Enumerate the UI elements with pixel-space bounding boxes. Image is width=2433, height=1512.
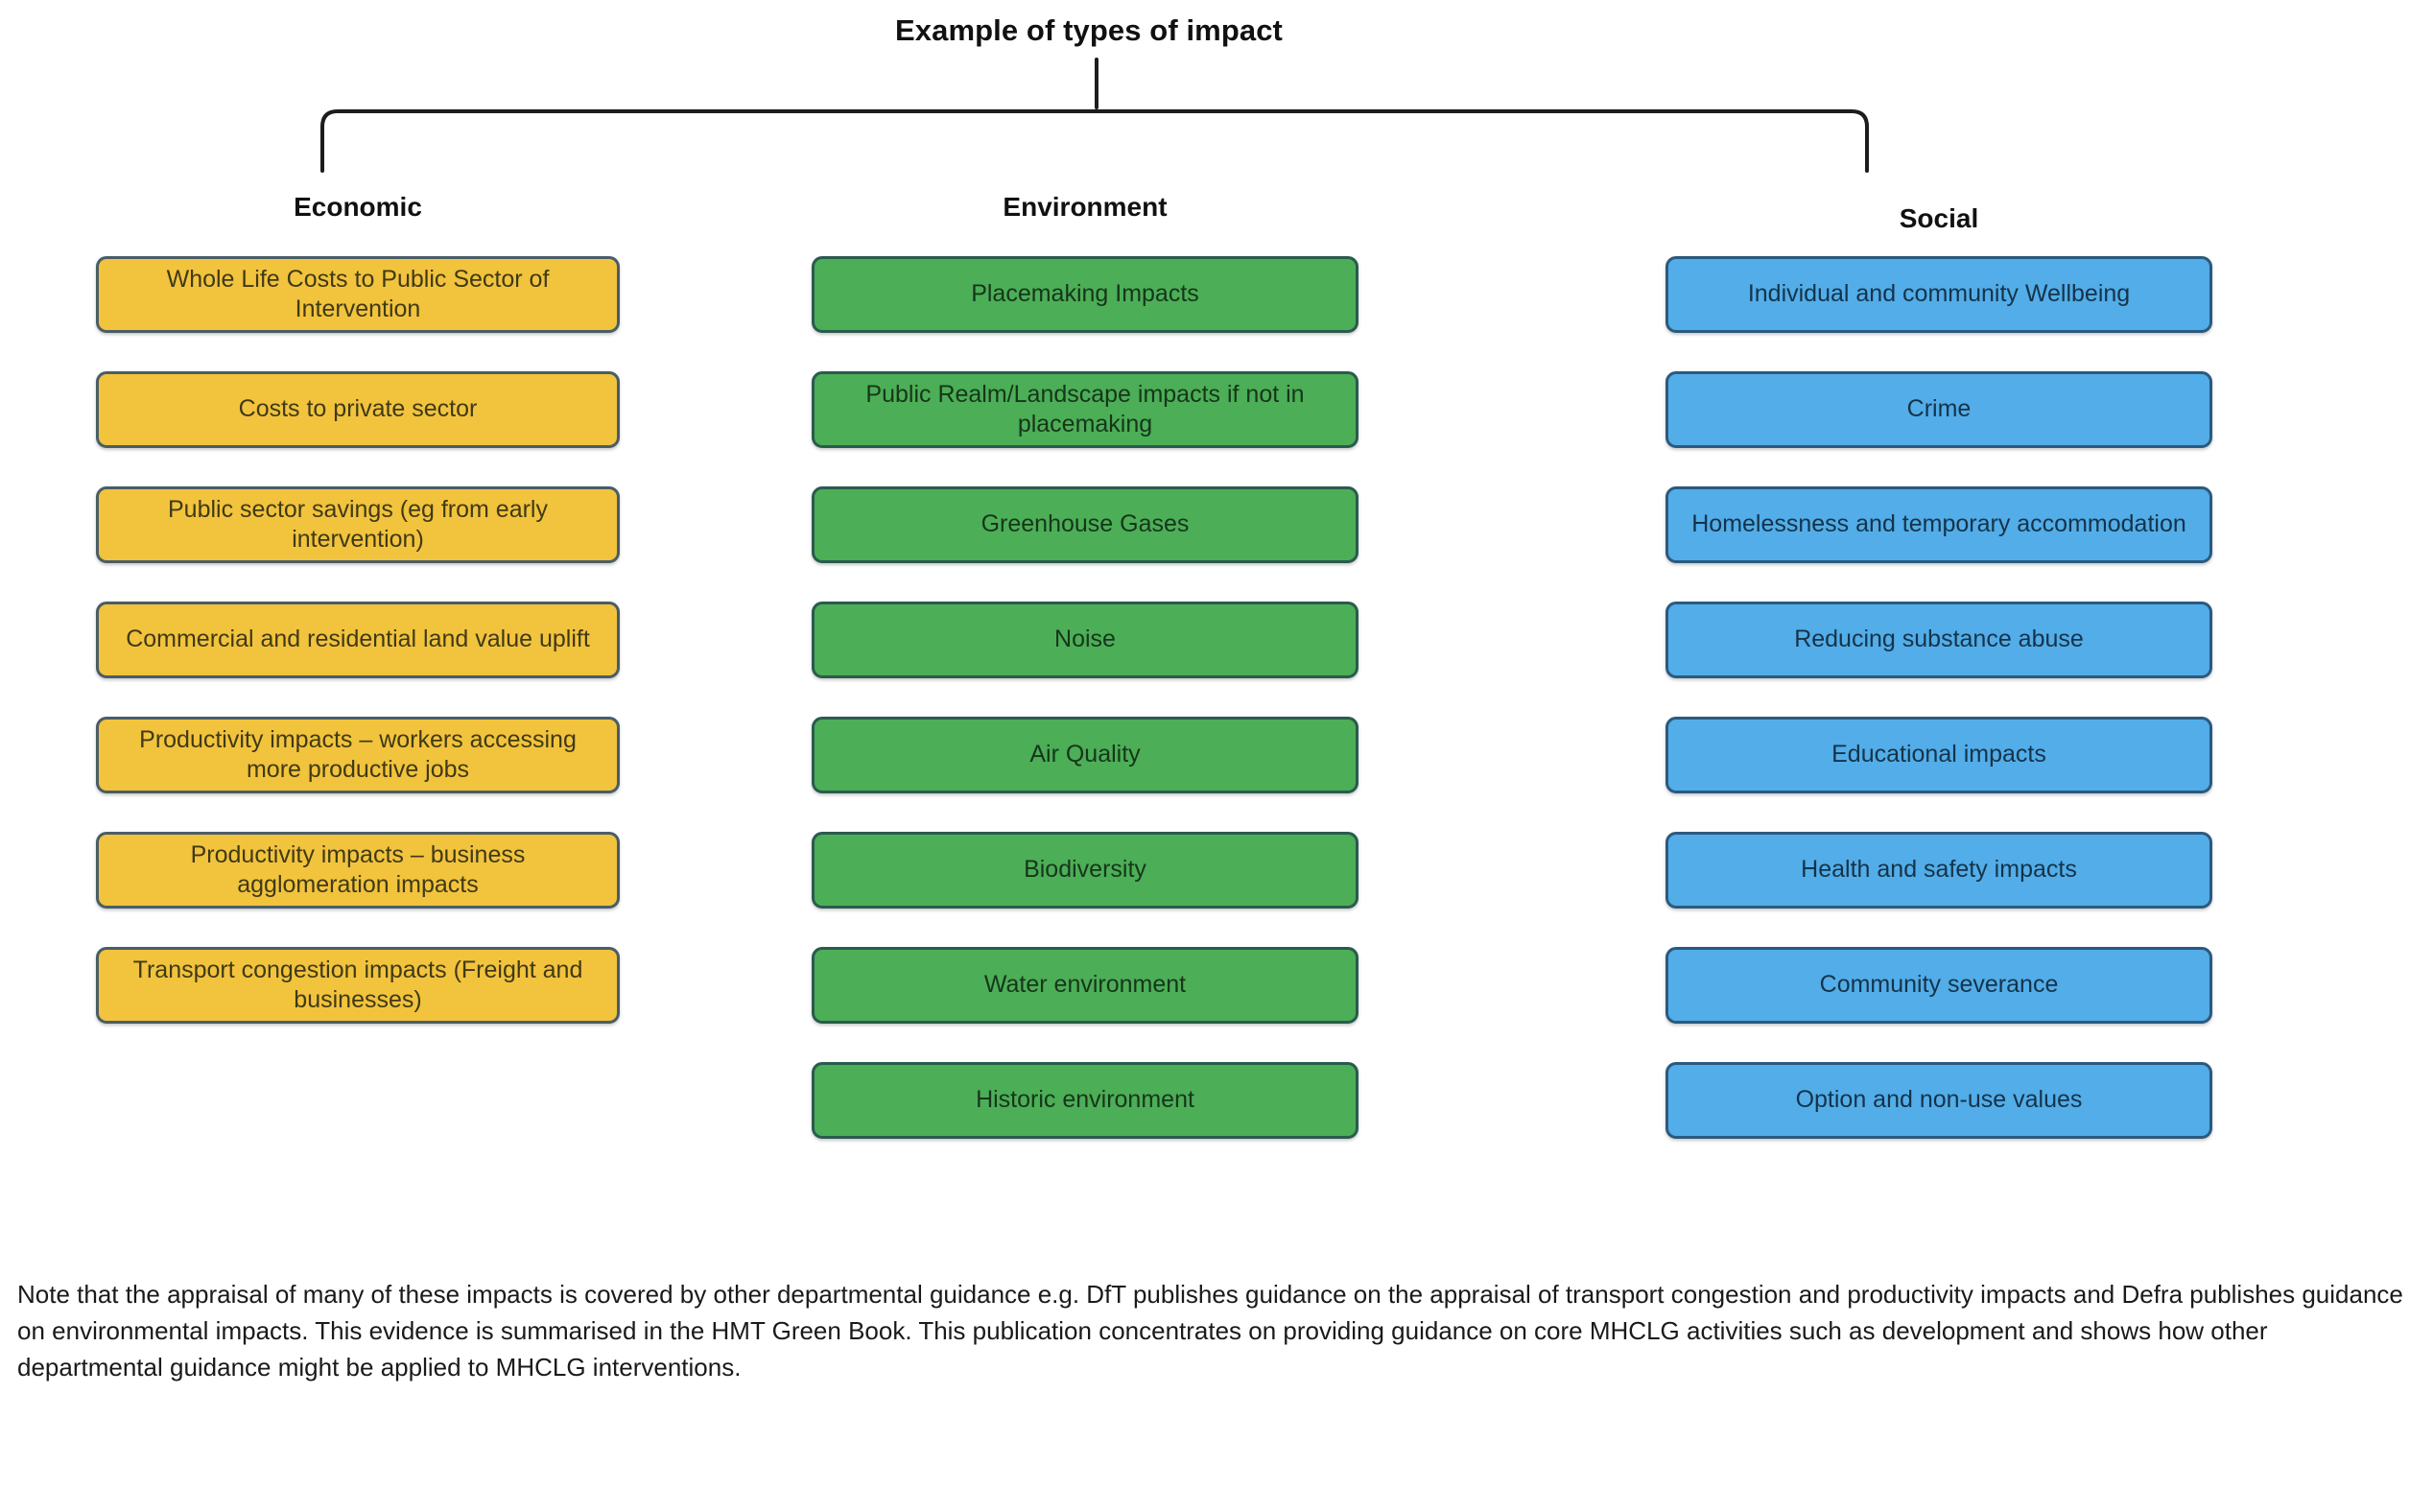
- bracket-connector: [320, 58, 1869, 173]
- impact-box-environment-1[interactable]: Public Realm/Landscape impacts if not in…: [812, 371, 1358, 448]
- impact-box-economic-4[interactable]: Productivity impacts – workers accessing…: [96, 717, 620, 793]
- impact-box-environment-7[interactable]: Historic environment: [812, 1062, 1358, 1139]
- impact-box-environment-5[interactable]: Biodiversity: [812, 832, 1358, 909]
- impact-box-label: Community severance: [1819, 971, 2059, 999]
- impact-box-label: Health and safety impacts: [1801, 856, 2077, 884]
- impact-box-environment-3[interactable]: Noise: [812, 602, 1358, 678]
- impact-box-label: Educational impacts: [1831, 741, 2046, 768]
- impact-box-label: Productivity impacts – business agglomer…: [190, 840, 526, 899]
- impact-box-label: Homelessness and temporary accommodation: [1691, 510, 2186, 538]
- impact-box-label: Reducing substance abuse: [1794, 626, 2084, 653]
- impact-box-label: Historic environment: [976, 1086, 1194, 1114]
- impact-box-label: Water environment: [983, 971, 1187, 999]
- impact-box-economic-5[interactable]: Productivity impacts – business agglomer…: [96, 832, 620, 909]
- impact-box-label: Public Realm/Landscape impacts if not in…: [865, 380, 1305, 438]
- impact-box-social-4[interactable]: Educational impacts: [1665, 717, 2212, 793]
- impact-box-label: Productivity impacts – workers accessing…: [139, 725, 577, 784]
- impact-box-label: Commercial and residential land value up…: [126, 626, 590, 653]
- impact-box-social-7[interactable]: Option and non-use values: [1665, 1062, 2212, 1139]
- impact-box-label: Air Quality: [1029, 741, 1141, 768]
- column-economic: Whole Life Costs to Public Sector of Int…: [96, 256, 620, 1062]
- impact-box-social-0[interactable]: Individual and community Wellbeing: [1665, 256, 2212, 333]
- impact-box-environment-2[interactable]: Greenhouse Gases: [812, 486, 1358, 563]
- impact-box-label: Crime: [1906, 395, 1972, 423]
- impact-box-economic-6[interactable]: Transport congestion impacts (Freight an…: [96, 947, 620, 1024]
- impact-box-environment-6[interactable]: Water environment: [812, 947, 1358, 1024]
- impact-box-social-5[interactable]: Health and safety impacts: [1665, 832, 2212, 909]
- impact-box-economic-0[interactable]: Whole Life Costs to Public Sector of Int…: [96, 256, 620, 333]
- impact-box-environment-4[interactable]: Air Quality: [812, 717, 1358, 793]
- impact-box-environment-0[interactable]: Placemaking Impacts: [812, 256, 1358, 333]
- impact-box-economic-1[interactable]: Costs to private sector: [96, 371, 620, 448]
- impact-box-label: Individual and community Wellbeing: [1747, 280, 2131, 308]
- impact-box-label: Option and non-use values: [1795, 1086, 2083, 1114]
- impact-box-label: Biodiversity: [1024, 856, 1146, 884]
- impact-box-social-3[interactable]: Reducing substance abuse: [1665, 602, 2212, 678]
- impact-box-economic-2[interactable]: Public sector savings (eg from early int…: [96, 486, 620, 563]
- column-header-social: Social: [1899, 203, 1979, 233]
- impact-box-label: Greenhouse Gases: [980, 510, 1190, 538]
- impact-box-economic-3[interactable]: Commercial and residential land value up…: [96, 602, 620, 678]
- impact-box-label: Costs to private sector: [238, 395, 478, 423]
- impact-box-social-6[interactable]: Community severance: [1665, 947, 2212, 1024]
- column-header-environment: Environment: [1003, 192, 1168, 222]
- impact-box-social-1[interactable]: Crime: [1665, 371, 2212, 448]
- impact-box-label: Whole Life Costs to Public Sector of Int…: [166, 265, 550, 323]
- impact-box-label: Transport congestion impacts (Freight an…: [132, 956, 583, 1014]
- impact-box-label: Placemaking Impacts: [971, 280, 1199, 308]
- impact-box-label: Public sector savings (eg from early int…: [168, 495, 548, 554]
- column-header-economic: Economic: [294, 192, 422, 222]
- impact-box-social-2[interactable]: Homelessness and temporary accommodation: [1665, 486, 2212, 563]
- page-title: Example of types of impact: [895, 13, 1283, 47]
- footnote-text: Note that the appraisal of many of these…: [17, 1280, 2403, 1382]
- impact-box-label: Noise: [1054, 626, 1116, 653]
